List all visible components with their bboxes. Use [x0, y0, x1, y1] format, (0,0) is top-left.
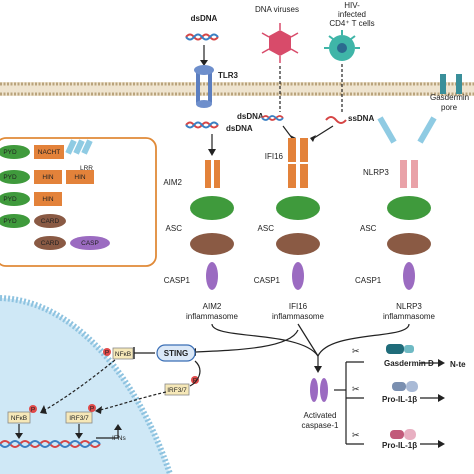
hiv-label-line1: HIV- [344, 1, 360, 10]
pro-il1b-icon [392, 381, 418, 392]
gasdermin-d-label: Gasdermin D [384, 359, 434, 368]
hiv-infected-cell-icon [324, 30, 360, 61]
aim2-label: AIM2 [163, 178, 182, 187]
legend-hin-1: HIN [42, 174, 54, 181]
nfkb-nucleus-label: NFκB [11, 415, 27, 422]
nlrp3-inflammasome-line1: NLRP3 [396, 302, 422, 311]
phospho-icon-3 [29, 405, 37, 413]
legend-lrr: LRR [80, 165, 93, 172]
irf-nucleus-label: IRF3/7 [69, 415, 89, 422]
activated-caspase1-line1: Activated [304, 411, 337, 420]
pro-il18-label: Pro-IL-1β [382, 441, 417, 450]
aim2-sensor-stack [190, 160, 234, 290]
tlr3-receptor-icon [194, 65, 214, 108]
gasdermin-d-icon [386, 344, 414, 354]
tlr3-label: TLR3 [218, 71, 239, 80]
plasma-membrane [0, 82, 474, 96]
dna-viruses-label: DNA viruses [255, 5, 299, 14]
phospho-icon-2 [191, 376, 199, 384]
activated-caspase1-line2: caspase-1 [302, 421, 339, 430]
asc-right-label: ASC [360, 224, 377, 233]
irf-right-box [164, 383, 190, 396]
hiv-label-line3: CD4⁺ T cells [329, 19, 374, 28]
nlrp3-inflammasome-line2: inflammasome [383, 312, 436, 321]
dsdna-helix-icon [185, 33, 219, 41]
phospho-label-4: P [90, 406, 94, 413]
phospho-label-2: P [193, 378, 197, 385]
casp1-right-label: CASP1 [355, 276, 382, 285]
nucleus [0, 295, 173, 474]
gasdermin-pore-label-line2: pore [441, 103, 458, 112]
n-terminal-label: N-te [450, 360, 466, 369]
aim2-inflammasome-line2: inflammasome [186, 312, 239, 321]
gasdermin-pore-label-line1: Gasdermin [430, 93, 469, 102]
legend-pyd-2: PYD [3, 174, 17, 181]
nlrp3-label: NLRP3 [363, 168, 389, 177]
dna-virus-icon [261, 23, 299, 63]
nfkb-nucleus-box [7, 411, 31, 424]
ifi16-inflammasome-line1: IFI16 [289, 302, 308, 311]
pro-il1b-label: Pro-IL-1β [382, 395, 417, 404]
aim2-inflammasome-line1: AIM2 [203, 302, 222, 311]
legend-card-1: CARD [41, 218, 60, 225]
ssdna-label: ssDNA [348, 114, 374, 123]
domain-legend: PYD NACHT LRR PYD HIN HIN PYD HIN PYD CA… [0, 137, 157, 267]
phospho-label-3: P [31, 407, 35, 414]
gasdermin-pore-icon [440, 74, 462, 94]
phospho-icon-4 [88, 404, 96, 412]
activated-caspase1-icon [310, 378, 328, 402]
legend-casp: CASP [81, 240, 99, 247]
genomic-dna-icon [0, 440, 101, 448]
caspase-branch-lines [334, 361, 440, 445]
ifi16-sensor-stack [276, 138, 320, 290]
dsdna-inner-mid-label: dsDNA [237, 112, 264, 121]
legend-hin-2: HIN [74, 174, 86, 181]
cleavage-scissors-icon-1: ✂ [352, 346, 360, 356]
phospho-label-1: P [105, 350, 109, 357]
casp1-mid-label: CASP1 [254, 276, 281, 285]
ifi16-inflammasome-line2: inflammasome [272, 312, 325, 321]
sting-label: STING [164, 349, 188, 358]
legend-nacht: NACHT [38, 149, 60, 156]
nfkb-top-label: NFκB [115, 351, 131, 358]
ifi16-label: IFI16 [265, 152, 284, 161]
casp1-left-label: CASP1 [164, 276, 191, 285]
legend-card-2: CARD [41, 240, 60, 247]
irf-nucleus-box [65, 411, 93, 424]
legend-pyd-3: PYD [3, 196, 17, 203]
dsdna-inner-left-label: dsDNA [226, 124, 253, 133]
nlrp3-sensor-stack [377, 116, 437, 290]
legend-pyd-1: PYD [3, 149, 17, 156]
hiv-label-line2: infected [338, 10, 366, 19]
irf-right-label: IRF3/7 [167, 387, 187, 394]
asc-mid-label: ASC [258, 224, 275, 233]
pro-il18-icon [390, 429, 416, 440]
convergence-arrows [195, 323, 410, 368]
legend-hin-3: HIN [42, 196, 54, 203]
asc-left-label: ASC [166, 224, 183, 233]
phospho-icon-1 [103, 348, 111, 356]
nfkb-top-box [112, 347, 134, 360]
inner-dsdna-mid-icon [261, 115, 284, 121]
inner-dsdna-left-icon [185, 121, 219, 129]
cleavage-scissors-icon-2: ✂ [352, 384, 360, 394]
legend-pyd-4: PYD [3, 218, 17, 225]
sting-box [156, 344, 196, 362]
ifns-label: IFNs [112, 435, 126, 442]
ssdna-icon [325, 116, 347, 124]
dsdna-top-label: dsDNA [191, 14, 218, 23]
cleavage-scissors-icon-3: ✂ [352, 430, 360, 440]
